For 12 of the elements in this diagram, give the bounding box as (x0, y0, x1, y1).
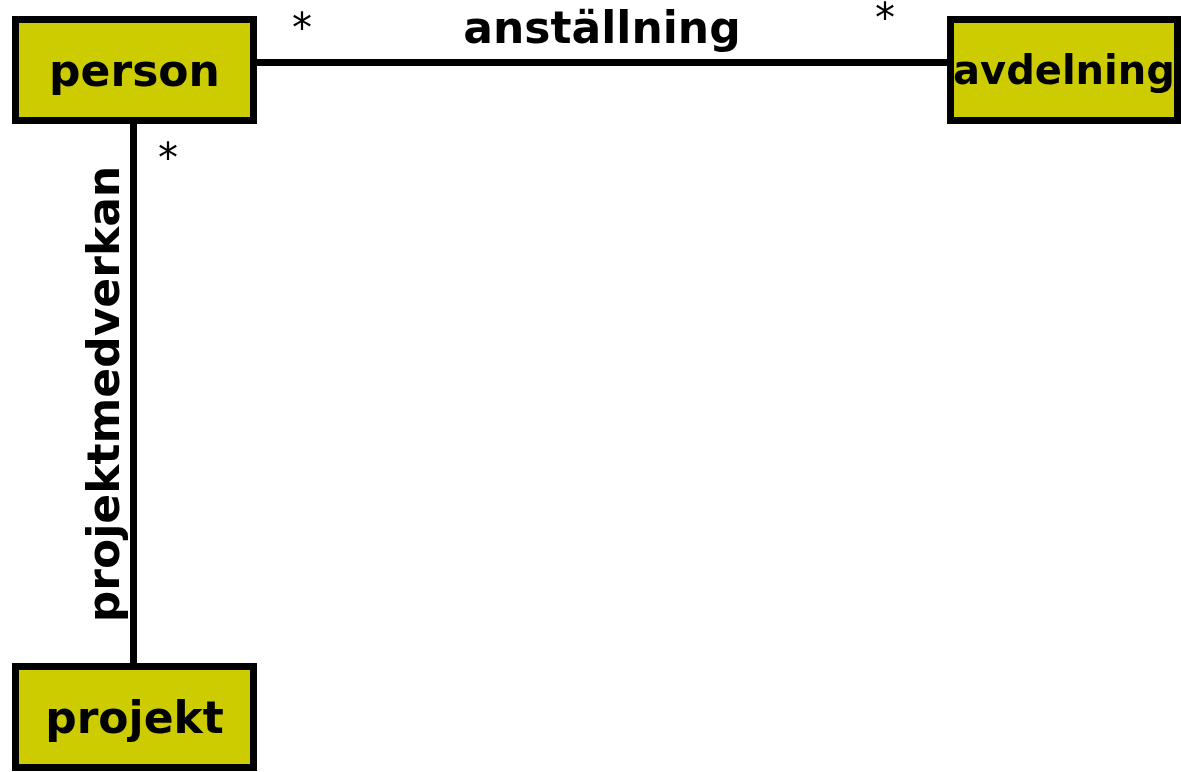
class-box (947, 16, 1181, 124)
class-box (12, 16, 257, 124)
multiplicity: * (875, 0, 895, 38)
class-name: person (49, 44, 220, 96)
multiplicity: * (292, 8, 312, 48)
class-name: projekt (45, 691, 224, 743)
class-name: avdelning (953, 47, 1175, 93)
association-line (130, 124, 137, 663)
edge-label: anställning (463, 6, 741, 51)
association-line (257, 58, 947, 66)
class-box (12, 663, 257, 771)
multiplicity: * (158, 138, 178, 178)
